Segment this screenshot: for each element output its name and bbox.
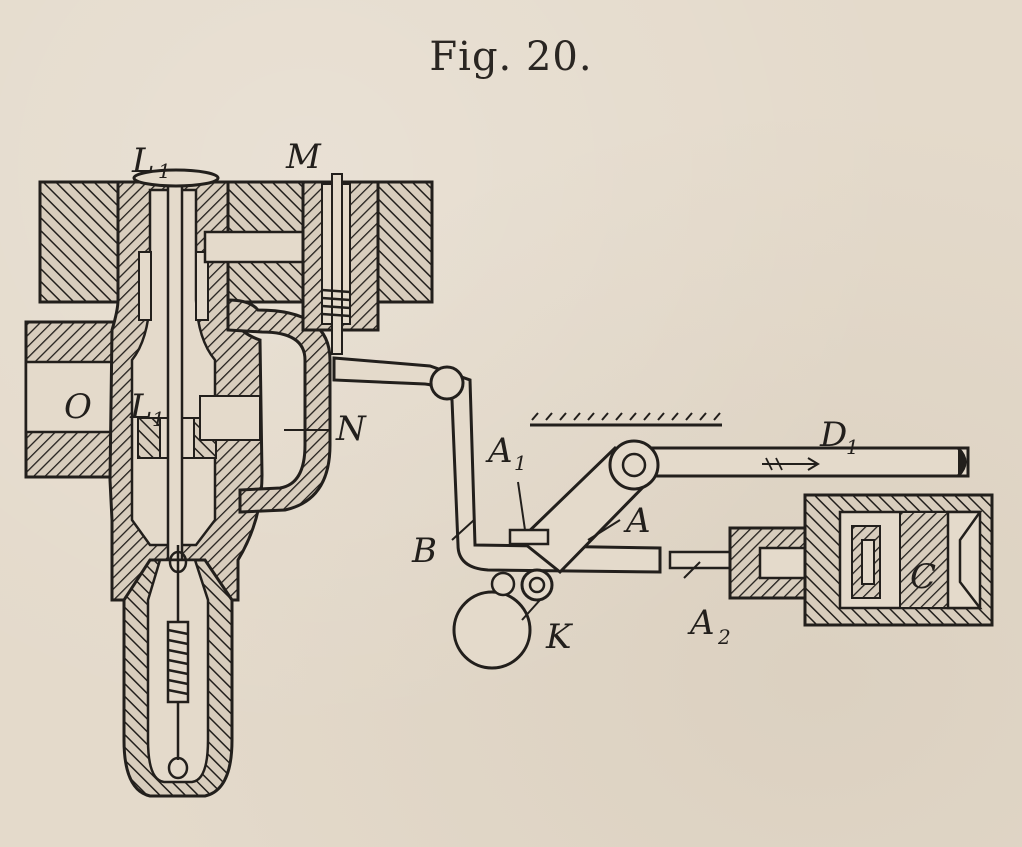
label-b: B [411,531,437,571]
leader-lines [284,429,701,621]
label-l-sub: 1 [158,159,171,183]
label-a: A [623,501,651,541]
rod-d1 [638,446,970,478]
label-m: M [285,137,322,177]
label-d1-sub: 1 [846,435,859,459]
label-a1: A [485,431,513,471]
lower-nozzle [122,545,234,798]
label-o: O [64,387,92,427]
label-k: K [545,617,574,657]
link-a [508,439,660,575]
label-d1: D [819,415,847,455]
label-a2-sub: 2 [717,625,731,649]
label-a1-sub: 1 [514,451,527,475]
label-l: L [131,141,155,181]
roller-k [452,568,554,670]
label-n: N [335,409,367,449]
label-l1-sub: 1 [152,407,165,431]
label-a2: A [687,603,715,643]
fixed-guide [530,412,722,427]
nozzle-spring [166,545,190,780]
labels: L 1 M O L 1 N A 1 D 1 B A C K A 2 [64,137,936,657]
label-l1: L [129,387,153,427]
cylinder-c [668,493,994,627]
channel-n [203,230,332,514]
bell-crank-lever [332,356,662,574]
valve-m [301,173,380,355]
figure-title: Fig. 20. [429,34,593,80]
label-c: C [910,557,936,597]
